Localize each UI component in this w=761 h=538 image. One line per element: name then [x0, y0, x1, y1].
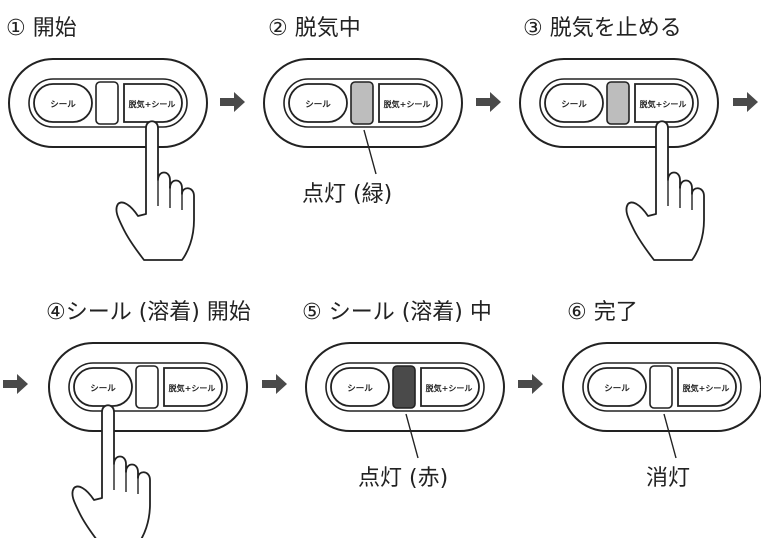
seal-button [73, 367, 133, 407]
vacuum-seal-button [123, 83, 183, 123]
vacuum-seal-button [163, 367, 223, 407]
indicator-lamp [392, 365, 416, 409]
vacuum-seal-button-label: 脱気+シール [384, 99, 431, 109]
step-2-callout: 点灯 (緑) [302, 182, 393, 207]
indicator-lamp [95, 81, 119, 125]
indicator-lamp [135, 365, 159, 409]
seal-button-label: シール [561, 100, 587, 110]
finger-lines [113, 464, 139, 494]
vacuum-seal-button [420, 367, 480, 407]
seal-button-label: シール [604, 384, 630, 394]
hand-outline [115, 120, 195, 261]
hand-outline [71, 404, 151, 538]
arrow-right-icon [518, 374, 543, 394]
indicator-lamp [606, 81, 630, 125]
step-6-callout: 消灯 [646, 466, 691, 491]
seal-button [587, 367, 647, 407]
step-5-callout: 点灯 (赤) [358, 466, 449, 491]
arrow-right-icon [733, 92, 758, 112]
seal-button-label: シール [50, 100, 76, 110]
step-5-title: ⑤ シール (溶着) 中 [302, 300, 492, 325]
seal-button-label: シール [305, 100, 331, 110]
panel-5: シール 脱気+シール [305, 342, 505, 432]
vacuum-seal-button-label: 脱気+シール [683, 383, 730, 393]
seal-button [33, 83, 93, 123]
vacuum-seal-button [378, 83, 438, 123]
callout-line-5 [405, 413, 419, 459]
finger-lines [667, 180, 693, 210]
vacuum-seal-button-label: 脱気+シール [129, 99, 176, 109]
vacuum-seal-button-label: 脱気+シール [426, 383, 473, 393]
hand-outline [625, 120, 705, 261]
callout-line-6 [663, 413, 677, 459]
arrow-right-icon [220, 92, 245, 112]
panel-4: シール 脱気+シール [48, 342, 248, 432]
finger-lines [157, 180, 183, 210]
arrow-right-icon [476, 92, 501, 112]
step-4-title: ④シール (溶着) 開始 [46, 300, 251, 325]
step-3-title: ③ 脱気を止める [523, 16, 682, 41]
vacuum-seal-button [677, 367, 737, 407]
indicator-lamp [649, 365, 673, 409]
pointing-hand-icon [71, 404, 151, 538]
vacuum-seal-button-label: 脱気+シール [640, 99, 687, 109]
pointing-hand-icon [625, 120, 705, 261]
seal-button-label: シール [347, 384, 373, 394]
vacuum-seal-button-label: 脱気+シール [169, 383, 216, 393]
step-2-title: ② 脱気中 [268, 16, 361, 41]
indicator-lamp [350, 81, 374, 125]
arrow-right-icon [262, 374, 287, 394]
panel-1: シール 脱気+シール [8, 58, 208, 148]
vacuum-seal-button [634, 83, 694, 123]
step-1-title: ① 開始 [6, 16, 77, 41]
step-6-title: ⑥ 完了 [567, 300, 638, 325]
seal-button-label: シール [90, 384, 116, 394]
panel-3: シール 脱気+シール [519, 58, 719, 148]
seal-button [330, 367, 390, 407]
seal-button [544, 83, 604, 123]
seal-button [288, 83, 348, 123]
arrow-right-icon [3, 374, 28, 394]
pointing-hand-icon [115, 120, 195, 261]
panel-6: シール 脱気+シール [562, 342, 761, 432]
panel-2: シール 脱気+シール [263, 58, 463, 148]
callout-line-2 [363, 129, 377, 175]
